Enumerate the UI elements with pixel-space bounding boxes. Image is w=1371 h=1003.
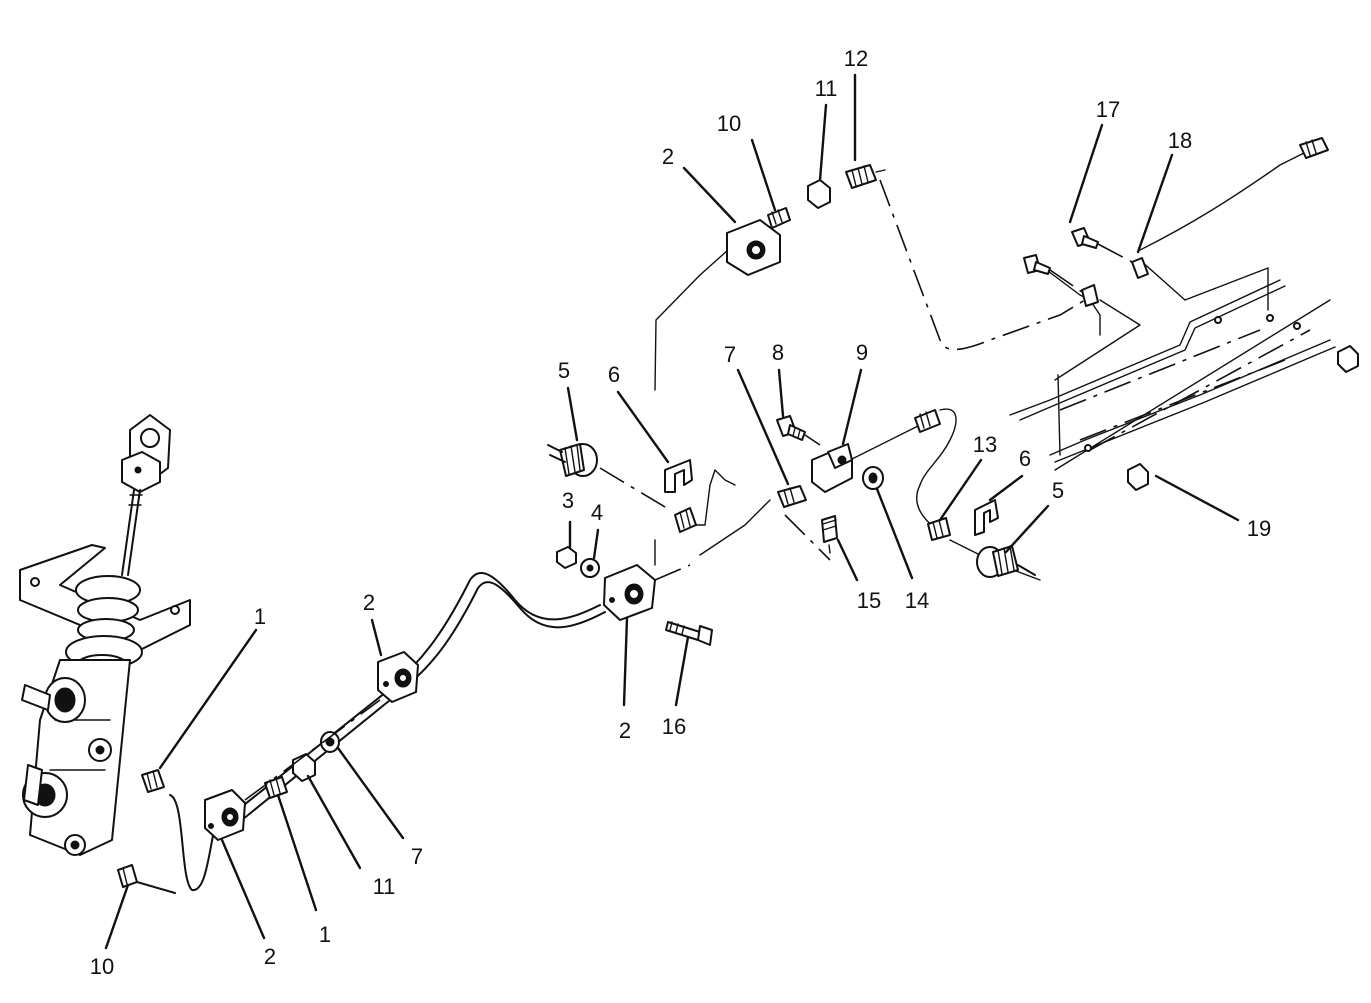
callout-14: 14 — [905, 588, 929, 613]
frame-rails — [1009, 259, 1336, 471]
callout-17: 17 — [1096, 97, 1120, 122]
callout-7: 7 — [724, 342, 736, 367]
callout-6: 6 — [1019, 446, 1031, 471]
callout-16: 16 — [662, 714, 686, 739]
callout-3: 3 — [562, 488, 574, 513]
callout-15: 15 — [857, 588, 881, 613]
callout-4: 4 — [591, 500, 603, 525]
callout-13: 13 — [973, 432, 997, 457]
master-cylinder-assembly — [19, 414, 191, 856]
callout-11: 11 — [373, 874, 396, 899]
callout-8: 8 — [772, 340, 784, 365]
callout-19: 19 — [1247, 516, 1271, 541]
callout-2: 2 — [619, 718, 631, 743]
callout-11: 11 — [815, 76, 838, 101]
leader-lines — [104, 73, 1240, 950]
callout-10: 10 — [90, 954, 114, 979]
callout-12: 12 — [844, 46, 868, 71]
callout-2: 2 — [662, 144, 674, 169]
callout-9: 9 — [856, 340, 868, 365]
callout-10: 10 — [717, 111, 741, 136]
callout-7: 7 — [411, 844, 423, 869]
callout-6: 6 — [608, 362, 620, 387]
callout-2: 2 — [363, 590, 375, 615]
callout-5: 5 — [1052, 478, 1064, 503]
callout-labels: 12 11 10 2 17 18 5 6 7 8 9 13 6 5 19 3 4… — [90, 46, 1271, 979]
callout-18: 18 — [1168, 128, 1192, 153]
callout-1: 1 — [319, 922, 331, 947]
callout-1: 1 — [254, 604, 266, 629]
parts — [117, 137, 1359, 888]
callout-2: 2 — [264, 944, 276, 969]
callout-5: 5 — [558, 358, 570, 383]
